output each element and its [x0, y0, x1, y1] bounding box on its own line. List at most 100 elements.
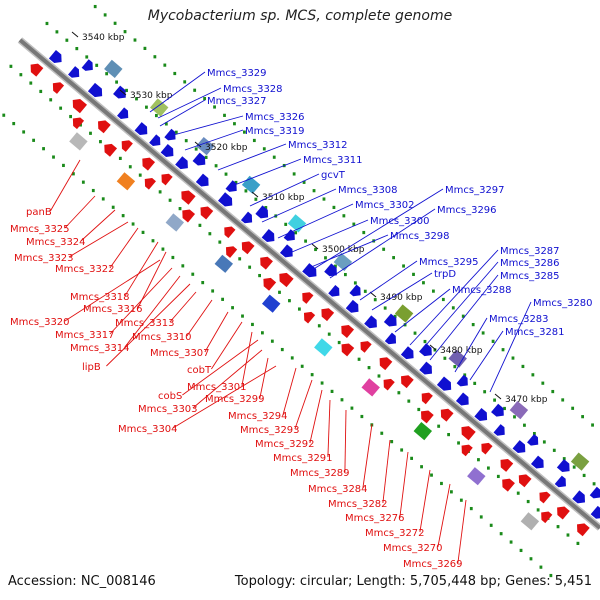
forward-gene-label: Mmcs_3296: [437, 205, 497, 216]
gc-dot: [135, 97, 138, 101]
gc-dot: [443, 356, 447, 360]
gc-dot: [174, 130, 178, 134]
forward-leader-line: [157, 87, 222, 119]
reverse-leader-line: [124, 275, 181, 348]
functional-category-box: [467, 467, 486, 486]
reverse-gene-label: cobS: [158, 391, 182, 402]
gc-dot: [486, 466, 490, 470]
reverse-gene-label: Mmcs_3303: [138, 404, 198, 415]
gc-dot: [551, 389, 555, 394]
reverse-leader-line: [80, 209, 116, 242]
reverse-gene-label: Mmcs_3322: [55, 264, 115, 275]
reverse-gene-label: Mmcs_3320: [10, 317, 70, 328]
forward-gene-arrow: [279, 244, 293, 258]
gc-dot: [402, 264, 405, 268]
topology-stats-text: Topology: circular; Length: 5,705,448 bp…: [234, 574, 592, 589]
forward-gene-arrow: [556, 459, 570, 473]
gc-dot: [158, 190, 162, 194]
reverse-leader-line: [109, 227, 139, 269]
reverse-gene-label: Mmcs_3317: [55, 330, 115, 341]
reverse-gene-arrow: [260, 256, 273, 270]
reverse-leader-line: [182, 339, 259, 396]
forward-gene-arrow: [455, 392, 469, 406]
gc-dot: [526, 499, 530, 504]
reverse-gene-arrow: [98, 120, 111, 134]
gc-dot: [417, 407, 421, 412]
gc-dot: [95, 63, 99, 67]
reverse-gene-label: Mmcs_3299: [205, 394, 265, 405]
forward-gene-label: Mmcs_3286: [500, 258, 560, 269]
gc-dot: [290, 356, 294, 360]
reverse-gene-label: lipB: [82, 362, 101, 373]
gc-dot: [513, 415, 516, 419]
gc-dot: [343, 272, 347, 277]
reverse-leader-line: [64, 195, 96, 229]
reverse-gene-arrow: [30, 63, 44, 77]
functional-category-box: [520, 512, 540, 531]
gc-dot: [380, 431, 384, 435]
gc-dot: [154, 113, 158, 118]
gc-dot: [2, 113, 6, 117]
gc-dot: [99, 140, 102, 144]
functional-category-box: [509, 401, 529, 420]
gc-dot: [203, 97, 207, 101]
reverse-gene-label: Mmcs_3282: [328, 499, 388, 510]
gc-dot: [532, 431, 536, 436]
gc-dot: [483, 390, 487, 394]
functional-category-box: [361, 378, 380, 397]
forward-leader-line: [359, 260, 418, 301]
gc-dot: [254, 197, 258, 201]
reverse-gene-label: Mmcs_3301: [187, 382, 247, 393]
reverse-gene-arrow: [241, 241, 255, 255]
forward-gene-arrow: [48, 50, 62, 63]
kbp-tick-line: [311, 243, 319, 250]
forward-gene-label: Mmcs_3319: [245, 126, 305, 137]
forward-leader-line: [429, 274, 499, 361]
forward-leader-line: [303, 234, 389, 271]
forward-leader-line: [261, 188, 337, 223]
functional-category-box: [261, 294, 281, 313]
gc-dot: [297, 307, 301, 311]
forward-gene-label: trpD: [434, 269, 456, 280]
map-title: Mycobacterium sp. MCS, complete genome: [147, 8, 453, 24]
reverse-gene-arrow: [302, 292, 314, 304]
kbp-tick-label: 3480 kbp: [440, 346, 483, 356]
gc-dot: [164, 122, 168, 126]
gc-dot: [178, 207, 182, 211]
gc-dot: [531, 373, 535, 377]
gc-dot: [244, 189, 248, 193]
reverse-gene-arrow: [383, 378, 395, 391]
gc-dot: [128, 165, 132, 169]
kbp-tick-line: [494, 393, 502, 400]
gc-dot: [432, 289, 435, 293]
gc-dot: [334, 264, 337, 268]
reverse-gene-label: Mmcs_3323: [14, 253, 74, 264]
gc-dot: [337, 340, 341, 345]
forward-gene-arrow: [81, 59, 93, 71]
reverse-gene-label: Mmcs_3318: [70, 292, 130, 303]
reverse-gene-label: Mmcs_3272: [365, 528, 425, 539]
gc-dot: [491, 339, 495, 343]
gc-dot: [342, 214, 346, 218]
reverse-gene-arrow: [121, 140, 133, 152]
gc-dot: [373, 298, 377, 302]
forward-gene-arrow: [255, 205, 269, 219]
gc-dot: [493, 398, 496, 402]
gc-dot: [469, 506, 473, 511]
functional-category-box: [287, 214, 307, 233]
reverse-gene-arrow: [52, 82, 65, 94]
gc-dot: [201, 281, 205, 285]
forward-gene-arrow: [419, 343, 432, 357]
gc-dot: [451, 306, 455, 310]
gc-dot: [262, 147, 266, 151]
gc-dot: [280, 347, 284, 352]
gc-dot: [238, 257, 242, 261]
reverse-gene-arrow: [341, 325, 355, 338]
reverse-gene-label: Mmcs_3289: [290, 468, 350, 479]
reverse-leader-line: [64, 259, 161, 322]
forward-gene-label: Mmcs_3283: [489, 314, 549, 325]
gc-dot: [52, 155, 55, 159]
gc-dot: [501, 348, 505, 352]
forward-leader-line: [231, 158, 302, 187]
